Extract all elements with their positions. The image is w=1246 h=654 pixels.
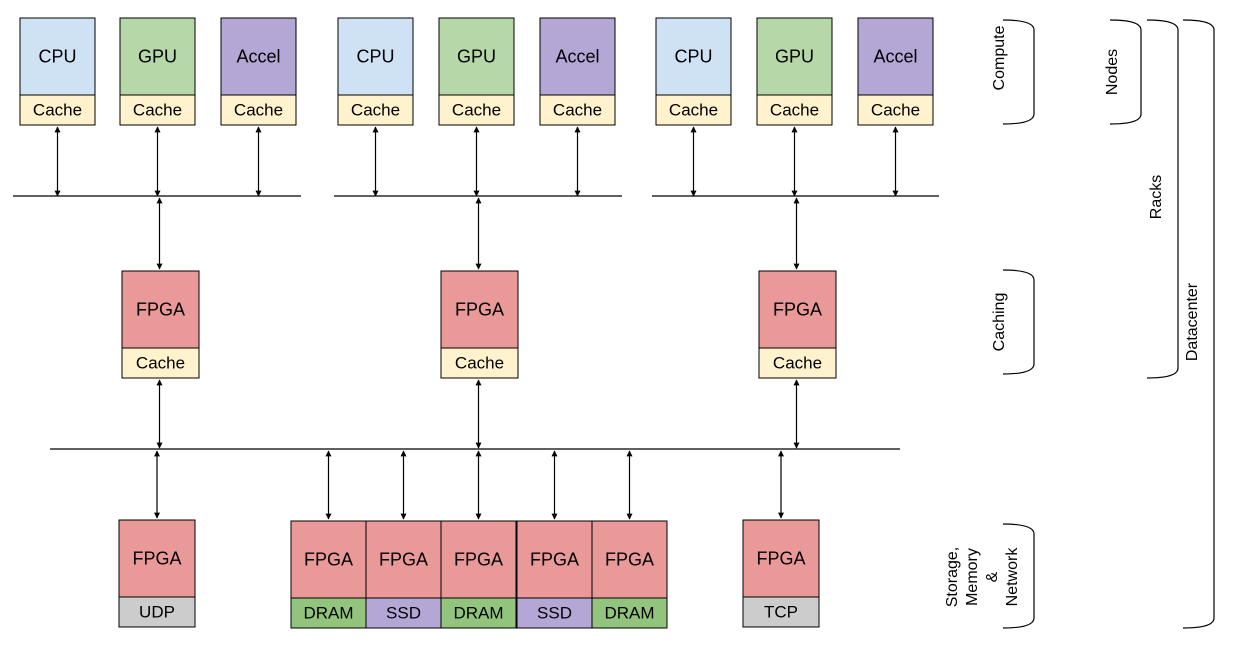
node3-cpu-cache-box-label: Cache — [669, 100, 718, 119]
node1-cpu-box: CPU — [19, 17, 96, 96]
node1-cpu-box-label: CPU — [38, 46, 76, 66]
node2-accel-box: Accel — [539, 17, 616, 96]
storage4-ssd-box-label: SSD — [537, 603, 572, 622]
storage1-fpga-box: FPGA — [290, 520, 367, 599]
udp-box-label: UDP — [139, 602, 175, 621]
node1-accel-box: Accel — [220, 17, 297, 96]
node3-cpu-cache-box: Cache — [655, 94, 732, 126]
rack2-cache-box: Cache — [440, 347, 519, 379]
node3-cpu-box: CPU — [655, 17, 732, 96]
node1-gpu-cache-box-label: Cache — [133, 100, 182, 119]
node2-cpu-cache-box: Cache — [337, 94, 414, 126]
storage1-dram-box-label: DRAM — [303, 603, 353, 622]
rack2-cache-box-label: Cache — [455, 353, 504, 372]
rack3-cache-box-label: Cache — [773, 353, 822, 372]
tcp-box: TCP — [742, 596, 820, 628]
rack2-fpga-box-label: FPGA — [455, 299, 504, 319]
rack3-fpga-box-label: FPGA — [773, 299, 822, 319]
node1-cpu-cache-box: Cache — [19, 94, 96, 126]
node2-accel-cache-box: Cache — [539, 94, 616, 126]
node2-accel-cache-box-label: Cache — [553, 100, 602, 119]
rack1-cache-box: Cache — [121, 347, 200, 379]
tcp-fpga-box-label: FPGA — [756, 548, 805, 568]
bracket-compute — [1002, 19, 1035, 125]
tcp-box-label: TCP — [764, 602, 798, 621]
node2-accel-box-label: Accel — [555, 46, 599, 66]
rack3-cache-box: Cache — [758, 347, 837, 379]
storage2-ssd-box-label: SSD — [386, 603, 421, 622]
svg-text:Network: Network — [1004, 547, 1021, 607]
tier-label-storage: Storage, Memory & Network — [944, 547, 1021, 608]
node1-accel-box-label: Accel — [236, 46, 280, 66]
scope-labels: Nodes Racks Datacenter — [1104, 49, 1201, 361]
storage5-fpga-box-label: FPGA — [605, 549, 654, 569]
tcp-fpga-box: FPGA — [742, 519, 820, 598]
bracket-datacenter — [1182, 19, 1215, 629]
bracket-nodes — [1109, 19, 1142, 125]
bracket-racks — [1146, 19, 1179, 379]
node1-gpu-box-label: GPU — [138, 46, 177, 66]
rack1-fpga-box: FPGA — [121, 270, 200, 349]
storage4-fpga-box-label: FPGA — [530, 549, 579, 569]
node3-gpu-cache-box-label: Cache — [770, 100, 819, 119]
svg-text:Memory: Memory — [964, 548, 981, 606]
node1-accel-cache-box: Cache — [220, 94, 297, 126]
node3-accel-cache-box: Cache — [857, 94, 934, 126]
scope-label-nodes: Nodes — [1104, 49, 1121, 95]
interconnect-lines — [13, 126, 939, 520]
svg-text:&: & — [984, 571, 1001, 582]
bracket-storage — [1002, 523, 1035, 629]
udp-box: UDP — [118, 596, 196, 628]
node2-gpu-cache-box: Cache — [438, 94, 515, 126]
scope-label-racks: Racks — [1148, 175, 1165, 219]
node2-cpu-cache-box-label: Cache — [351, 100, 400, 119]
storage1-dram-box: DRAM — [290, 597, 367, 629]
node1-accel-cache-box-label: Cache — [234, 100, 283, 119]
node2-gpu-cache-box-label: Cache — [452, 100, 501, 119]
node3-accel-cache-box-label: Cache — [871, 100, 920, 119]
node3-accel-box-label: Accel — [873, 46, 917, 66]
tier-label-caching: Caching — [991, 293, 1008, 352]
udp-fpga-box: FPGA — [118, 519, 196, 598]
node2-gpu-box: GPU — [438, 17, 515, 96]
svg-text:Storage,: Storage, — [944, 547, 961, 607]
rack3-fpga-box: FPGA — [758, 270, 837, 349]
udp-fpga-box-label: FPGA — [132, 548, 181, 568]
tier-label-compute: Compute — [991, 25, 1008, 90]
rack1-fpga-box-label: FPGA — [136, 299, 185, 319]
node2-cpu-box: CPU — [337, 17, 414, 96]
node3-accel-box: Accel — [857, 17, 934, 96]
storage5-dram-box: DRAM — [591, 597, 668, 629]
storage5-dram-box-label: DRAM — [604, 603, 654, 622]
storage2-fpga-box: FPGA — [365, 520, 442, 599]
node3-gpu-cache-box: Cache — [756, 94, 833, 126]
storage2-fpga-box-label: FPGA — [379, 549, 428, 569]
node2-cpu-box-label: CPU — [356, 46, 394, 66]
rack1-cache-box-label: Cache — [136, 353, 185, 372]
storage3-fpga-box: FPGA — [440, 520, 517, 599]
bracket-caching — [1002, 269, 1035, 375]
scope-label-datacenter: Datacenter — [1184, 282, 1201, 361]
storage3-dram-box-label: DRAM — [453, 603, 503, 622]
storage1-fpga-box-label: FPGA — [304, 549, 353, 569]
storage2-ssd-box: SSD — [365, 597, 442, 629]
storage4-ssd-box: SSD — [516, 597, 593, 629]
node1-cpu-cache-box-label: Cache — [33, 100, 82, 119]
rack2-fpga-box: FPGA — [440, 270, 519, 349]
storage3-dram-box: DRAM — [440, 597, 517, 629]
node3-gpu-box: GPU — [756, 17, 833, 96]
brackets — [1002, 19, 1215, 629]
storage3-fpga-box-label: FPGA — [454, 549, 503, 569]
node3-gpu-box-label: GPU — [775, 46, 814, 66]
tier-labels: Compute Caching Storage, Memory & Networ… — [944, 25, 1021, 607]
node1-gpu-cache-box: Cache — [119, 94, 196, 126]
node2-gpu-box-label: GPU — [457, 46, 496, 66]
node1-gpu-box: GPU — [119, 17, 196, 96]
storage5-fpga-box: FPGA — [591, 520, 668, 599]
node3-cpu-box-label: CPU — [674, 46, 712, 66]
storage4-fpga-box: FPGA — [516, 520, 593, 599]
